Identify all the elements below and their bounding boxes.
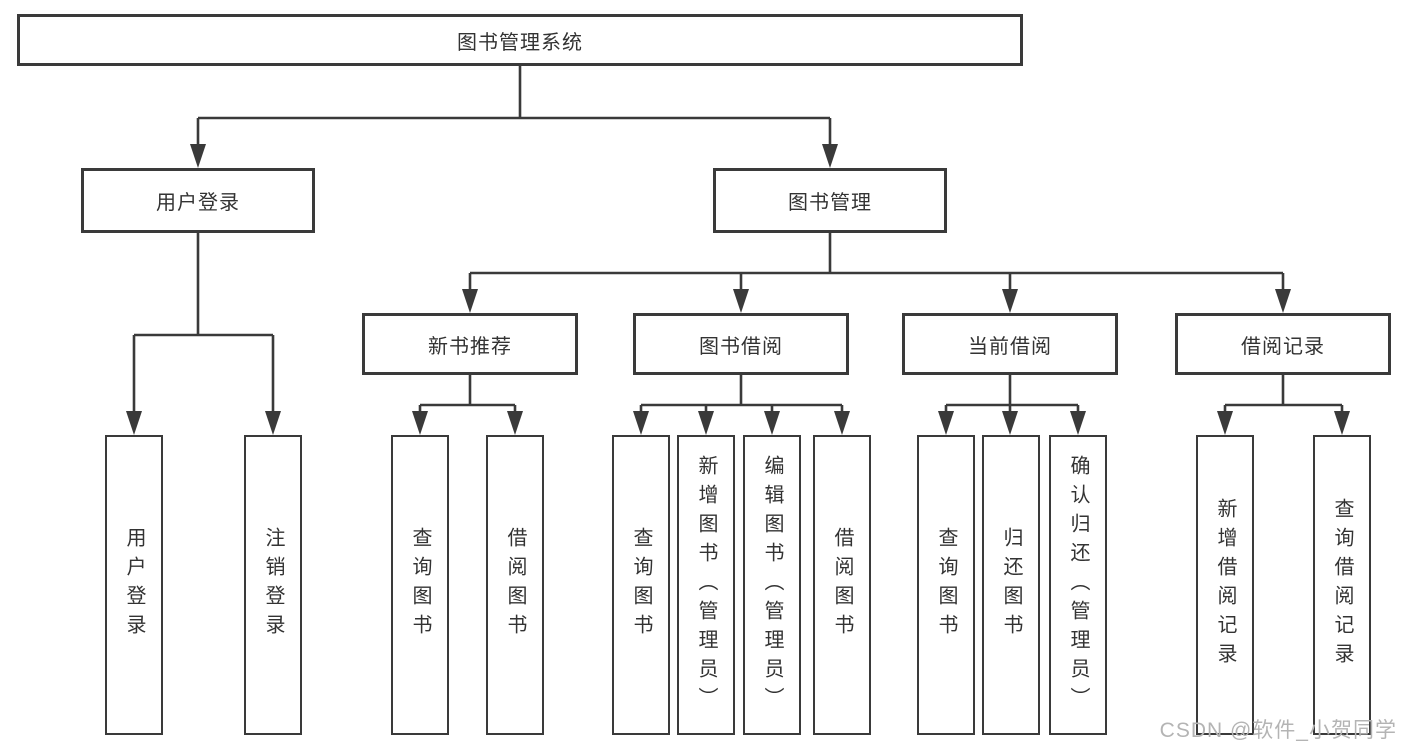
leaf-borrow-books-recommend: 借阅图书 (486, 435, 544, 735)
leaf-edit-books-admin-label: 编辑图书（管理员） (761, 454, 783, 716)
leaf-edit-books-admin: 编辑图书（管理员） (743, 435, 801, 735)
leaf-logout: 注销登录 (244, 435, 302, 735)
leaf-query-books-borrow: 查询图书 (612, 435, 670, 735)
leaf-query-books-borrow-label: 查询图书 (630, 527, 652, 643)
node-new-book-recommend: 新书推荐 (362, 313, 578, 375)
leaf-logout-label: 注销登录 (262, 527, 284, 643)
leaf-borrow-books-recommend-label: 借阅图书 (504, 527, 526, 643)
node-current-borrow: 当前借阅 (902, 313, 1118, 375)
leaf-add-borrow-record: 新增借阅记录 (1196, 435, 1254, 735)
leaf-add-borrow-record-label: 新增借阅记录 (1214, 498, 1236, 672)
csdn-watermark: CSDN @软件_小贺同学 (1159, 719, 1397, 742)
leaf-return-books: 归还图书 (982, 435, 1040, 735)
leaf-borrow-books: 借阅图书 (813, 435, 871, 735)
leaf-query-books-recommend-label: 查询图书 (409, 527, 431, 643)
leaf-user-login: 用户登录 (105, 435, 163, 735)
node-borrow-records: 借阅记录 (1175, 313, 1391, 375)
leaf-query-borrow-record: 查询借阅记录 (1313, 435, 1371, 735)
node-book-borrow: 图书借阅 (633, 313, 849, 375)
leaf-add-books-admin: 新增图书（管理员） (677, 435, 735, 735)
leaf-borrow-books-label: 借阅图书 (831, 527, 853, 643)
leaf-query-borrow-record-label: 查询借阅记录 (1331, 498, 1353, 672)
leaf-confirm-return-admin: 确认归还（管理员） (1049, 435, 1107, 735)
node-root-library-system: 图书管理系统 (17, 14, 1023, 66)
leaf-query-books-current: 查询图书 (917, 435, 975, 735)
leaf-query-books-current-label: 查询图书 (935, 527, 957, 643)
node-book-management: 图书管理 (713, 168, 947, 233)
leaf-confirm-return-admin-label: 确认归还（管理员） (1067, 454, 1089, 716)
leaf-add-books-admin-label: 新增图书（管理员） (695, 454, 717, 716)
node-user-login: 用户登录 (81, 168, 315, 233)
leaf-user-login-label: 用户登录 (123, 527, 145, 643)
leaf-query-books-recommend: 查询图书 (391, 435, 449, 735)
leaf-return-books-label: 归还图书 (1000, 527, 1022, 643)
